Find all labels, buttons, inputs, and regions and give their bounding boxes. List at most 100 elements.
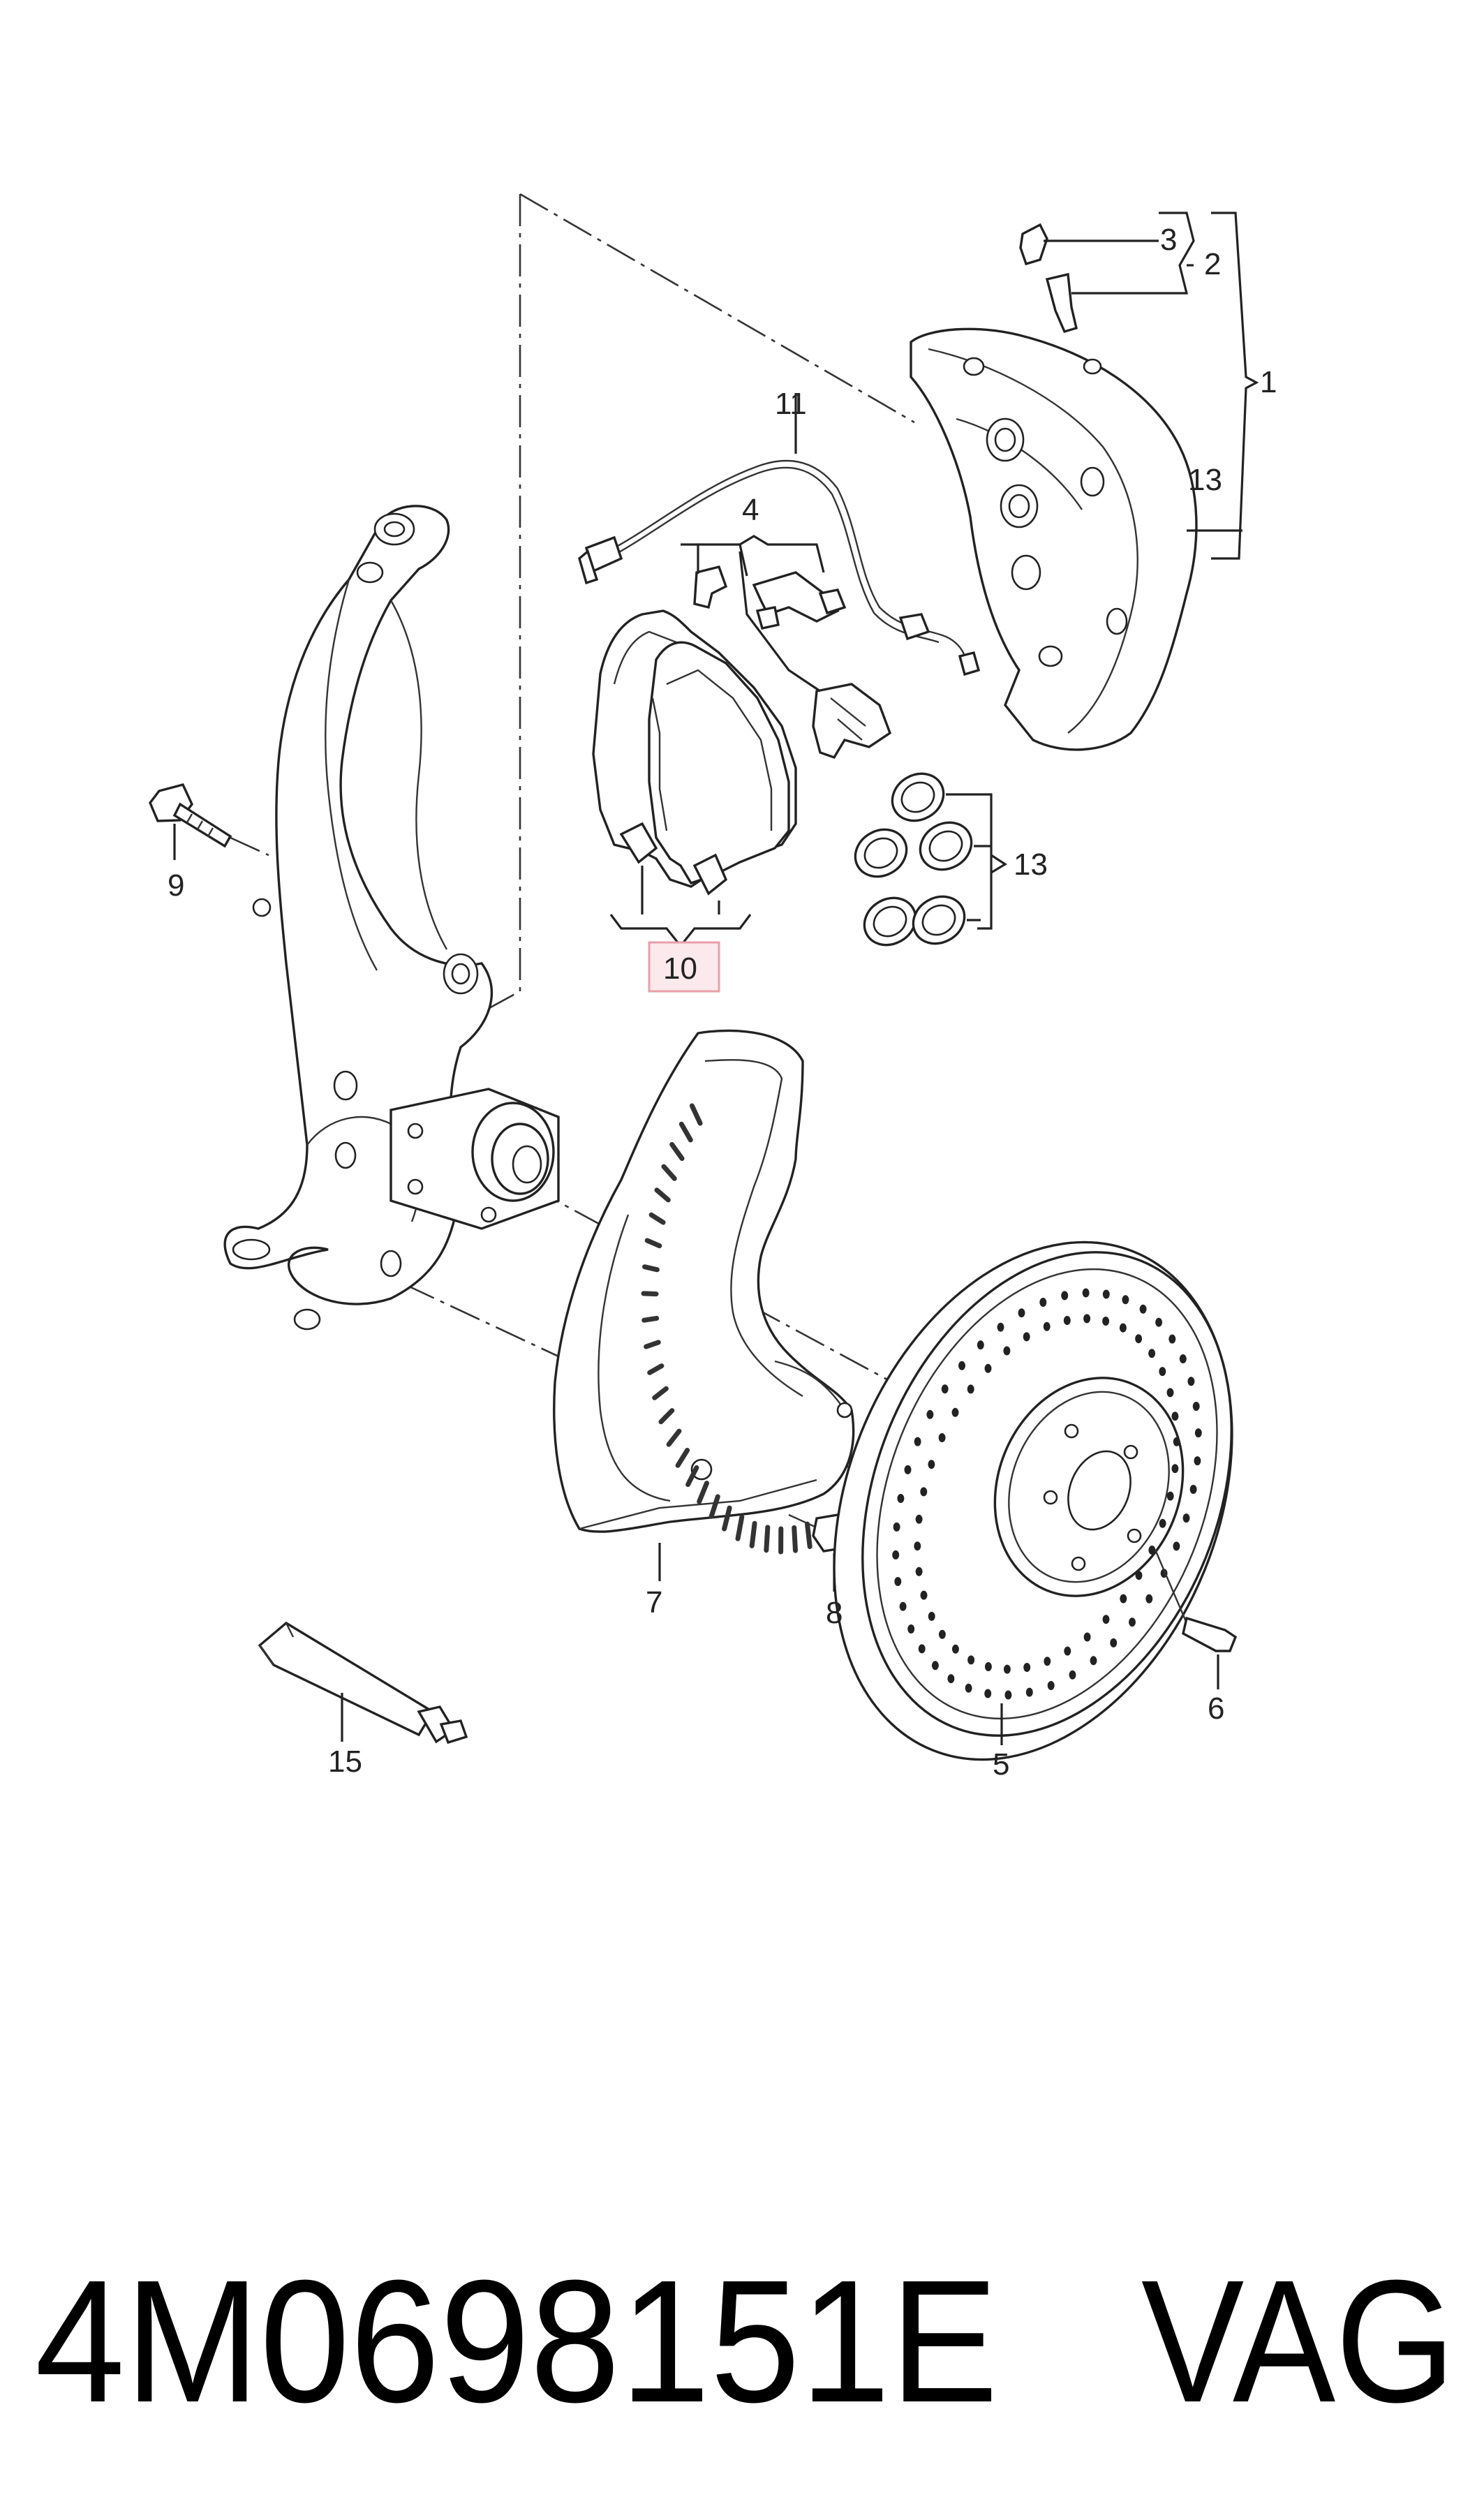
disc-drill-hole	[926, 1409, 934, 1419]
shield-vent-slot	[652, 1386, 669, 1400]
disc-drill-hole	[951, 1644, 959, 1654]
disc-drill-hole	[1159, 1367, 1166, 1377]
disc-drill-hole	[958, 1361, 965, 1370]
wheel-hub	[389, 1088, 560, 1230]
shield-vent-slot	[805, 1521, 813, 1549]
disc-drill-hole	[1083, 1314, 1091, 1324]
shield-vent-slot	[689, 1103, 703, 1126]
disc-drill-hole	[931, 1661, 939, 1671]
disc-drill-hole	[1102, 1289, 1110, 1299]
brake-caliper	[910, 327, 1198, 751]
disc-drill-hole	[1155, 1317, 1163, 1327]
disc-drill-hole	[1110, 1638, 1118, 1647]
callout-8: 8	[826, 1596, 843, 1630]
disc-drill-hole	[915, 1567, 923, 1576]
disc-drill-hole	[1187, 1377, 1195, 1386]
disc-drill-hole	[984, 1662, 992, 1671]
callout-13-caliper: 13	[1188, 463, 1222, 497]
disc-drill-hole	[928, 1611, 935, 1621]
dust-shield	[553, 1029, 855, 1581]
disc-drill-hole	[897, 1494, 905, 1503]
callout-7: 7	[646, 1585, 662, 1620]
shield-vent-slot	[654, 1187, 671, 1203]
disc-drill-hole	[1173, 1437, 1180, 1446]
disc-drill-hole	[1135, 1334, 1143, 1344]
disc-drill-hole	[1003, 1664, 1011, 1674]
brake-pads	[592, 609, 797, 896]
part-number-caption: 4M0698151E	[35, 2244, 998, 2438]
disc-drill-hole	[1003, 1346, 1011, 1356]
shield-vent-slot	[675, 1448, 690, 1468]
disc-drill-hole	[1168, 1334, 1176, 1344]
brake-disc	[833, 1241, 1233, 1761]
shield-vent-slot	[685, 1465, 699, 1488]
disc-drill-hole	[1064, 1646, 1071, 1656]
disc-drill-hole	[1119, 1323, 1127, 1333]
shield-vent-slot	[641, 1315, 660, 1323]
disc-drill-hole	[1043, 1321, 1051, 1331]
disc-drill-hole	[1145, 1594, 1153, 1604]
disc-drill-hole	[997, 1322, 1004, 1332]
disc-drill-hole	[1173, 1541, 1180, 1551]
highlight-box	[648, 941, 720, 993]
disc-drill-hole	[1082, 1288, 1090, 1298]
disc-drill-hole	[1023, 1663, 1031, 1672]
disc-drill-hole	[967, 1384, 974, 1394]
shield-vent-slots	[641, 1103, 813, 1555]
brand-caption: VAG	[1141, 2244, 1455, 2438]
disc-drill-hole	[914, 1437, 921, 1446]
callout-2: 2	[1204, 247, 1221, 281]
shield-vent-slot	[669, 1142, 685, 1161]
shield-vent-slot	[678, 1121, 693, 1143]
shield-vent-slot	[697, 1481, 709, 1504]
shield-vent-slot	[666, 1428, 682, 1447]
grease-tube	[258, 1621, 468, 1745]
disc-drill-hole	[1122, 1295, 1129, 1305]
disc-drill-hole	[1166, 1388, 1174, 1398]
shield-vent-slot	[648, 1212, 666, 1225]
disc-drill-hole	[914, 1541, 921, 1551]
disc-drill-hole	[1194, 1456, 1201, 1466]
disc-drill-hole	[1004, 1690, 1012, 1700]
callout-15: 15	[328, 1745, 362, 1779]
disc-drill-hole	[928, 1460, 935, 1469]
retaining-clips	[681, 535, 892, 760]
disc-drill-hole	[894, 1577, 902, 1586]
disc-drill-hole	[915, 1514, 923, 1524]
callout-5: 5	[993, 1747, 1009, 1782]
callout-brackets	[977, 212, 1259, 930]
callout-10: 10	[663, 951, 697, 986]
disc-drill-hole	[1102, 1317, 1110, 1326]
disc-drill-hole	[984, 1689, 992, 1698]
disc-drill-hole	[1023, 1332, 1030, 1342]
disc-drill-hole	[1083, 1632, 1091, 1642]
disc-drill-hole	[893, 1522, 900, 1532]
disc-drill-hole	[1166, 1491, 1174, 1501]
disc-drill-hole	[920, 1590, 928, 1600]
shield-vent-slot	[764, 1525, 771, 1553]
disc-drill-hole	[1139, 1304, 1147, 1314]
disc-drill-hole	[1148, 1546, 1156, 1555]
disc-drill-hole	[984, 1363, 992, 1373]
disc-drill-hole	[892, 1550, 900, 1560]
disc-drill-hole	[965, 1683, 972, 1693]
disc-drill-hole	[951, 1407, 959, 1417]
piston-seals	[854, 772, 1008, 947]
shield-vent-slot	[661, 1164, 677, 1181]
callout-13-seals: 13	[1014, 847, 1048, 882]
bleeder-cap	[1019, 223, 1159, 266]
disc-drill-hole	[1194, 1428, 1202, 1438]
disc-drill-hole	[977, 1340, 984, 1350]
disc-drill-hole	[1039, 1298, 1047, 1307]
disc-drill-hole	[1090, 1656, 1097, 1666]
callout-labels: 1 2 3 13 11 4 13 9 10 7 8 6 5 15	[168, 223, 1277, 1782]
shield-vent-slot	[644, 1340, 661, 1349]
callout-4: 4	[742, 493, 759, 527]
disc-drill-hole	[1159, 1518, 1166, 1528]
shield-vent-slot	[658, 1408, 675, 1425]
disc-drill-hole	[1025, 1687, 1033, 1697]
disc-drill-hole	[1061, 1291, 1069, 1301]
disc-drill-hole	[1192, 1402, 1200, 1411]
wear-sensor-cable	[578, 393, 981, 676]
bleeder-valve	[1045, 272, 1173, 334]
